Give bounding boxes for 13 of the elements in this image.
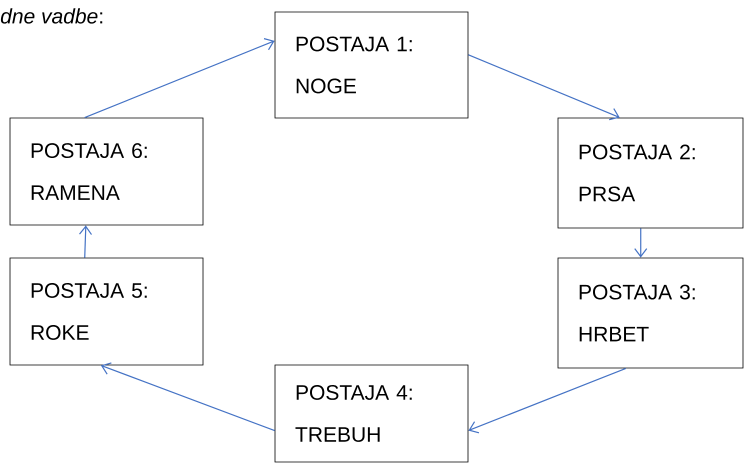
- station-box: POSTAJA 3: HRBET: [558, 258, 744, 368]
- station-box: POSTAJA 4: TREBUH: [274, 364, 468, 462]
- station-box: POSTAJA 6: RAMENA: [10, 118, 204, 226]
- arrow: [468, 368, 626, 434]
- arrow: [634, 228, 648, 258]
- arrow: [468, 54, 620, 120]
- station-box: POSTAJA 5: ROKE: [10, 258, 204, 366]
- arrow: [100, 362, 275, 432]
- arrow: [84, 38, 275, 118]
- arrow: [79, 225, 92, 258]
- station-box: POSTAJA 2: PRSA: [558, 118, 744, 228]
- station-box: POSTAJA 1: NOGE: [274, 12, 468, 118]
- heading-text: dne vadbe:: [0, 8, 102, 24]
